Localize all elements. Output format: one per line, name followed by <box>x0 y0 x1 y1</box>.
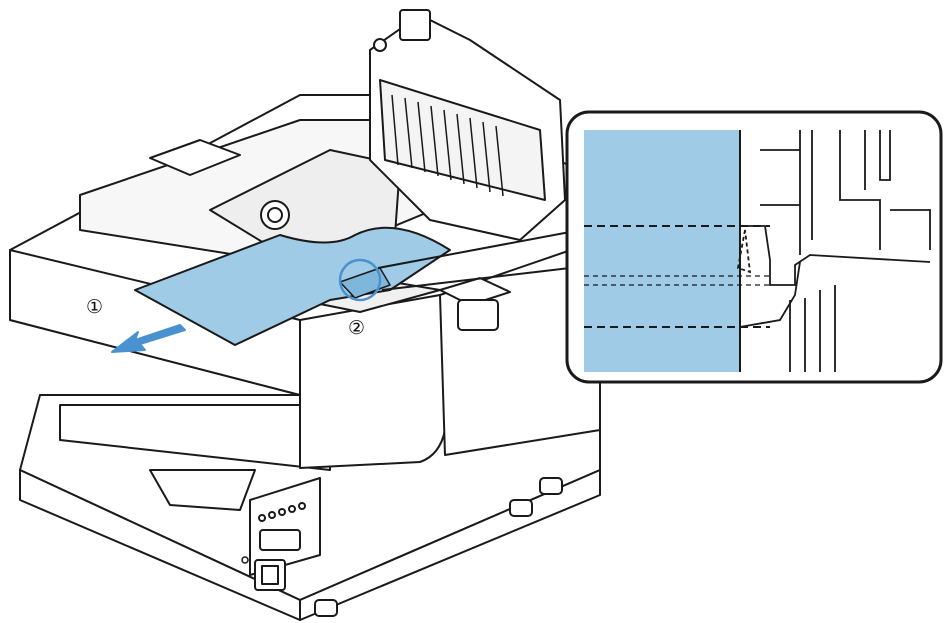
magnifier <box>338 231 571 302</box>
step-2-label: ② <box>348 317 365 339</box>
step-1-label: ① <box>86 296 103 318</box>
magnifier-circle <box>338 258 382 302</box>
open-cover-mechanism <box>260 9 566 241</box>
arrow-left-down-icon <box>111 324 186 353</box>
inset-guides <box>584 225 770 328</box>
inset-paper <box>584 130 740 372</box>
power-icon <box>241 556 249 564</box>
inset-mechanism <box>736 130 931 372</box>
detail-inset <box>565 110 943 384</box>
paper-sheet <box>134 226 451 346</box>
